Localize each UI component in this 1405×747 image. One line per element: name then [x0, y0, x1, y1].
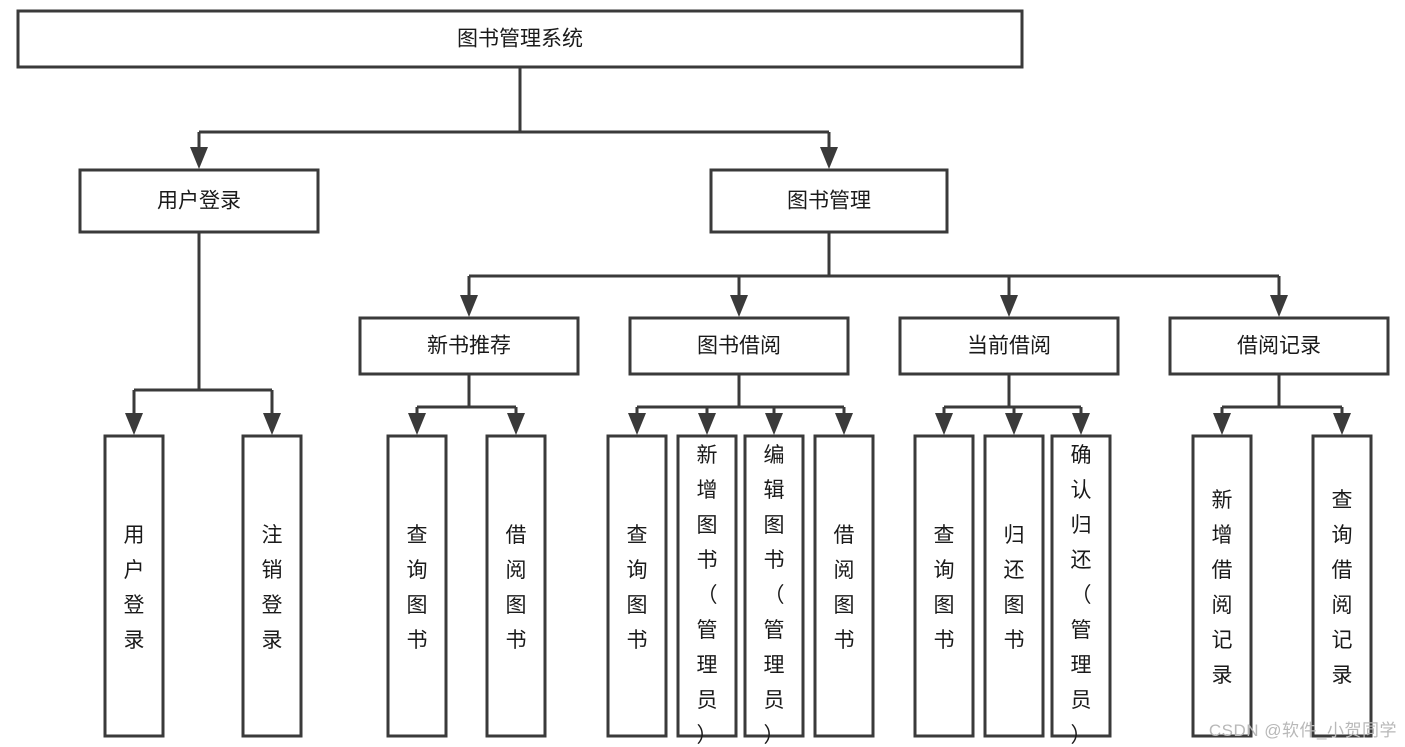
node-book-management-label: 图书管理 [787, 190, 871, 213]
leaf-node[interactable]: 查询借阅记录 [1311, 434, 1373, 738]
node-book-borrow-box[interactable] [628, 316, 850, 376]
node-current-borrow[interactable]: 当前借阅 [898, 316, 1120, 376]
arrow-head-icon [263, 413, 281, 435]
node-new-book-recommend[interactable]: 新书推荐 [358, 316, 580, 376]
arrow-head-icon [460, 295, 478, 317]
leaf-node[interactable]: 编辑图书（管理员） [743, 434, 805, 747]
leaf-node-box[interactable] [103, 434, 165, 738]
leaf-node-label: 查询图书 [934, 524, 955, 652]
node-borrow-record-box[interactable] [1168, 316, 1390, 376]
arrow-head-icon [1000, 295, 1018, 317]
leaf-node-label: 编辑图书（管理员） [764, 444, 785, 747]
node-borrow-record-label: 借阅记录 [1237, 335, 1321, 358]
node-root-system-label: 图书管理系统 [457, 28, 583, 51]
node-user-login-label: 用户登录 [157, 190, 241, 213]
node-book-borrow[interactable]: 图书借阅 [628, 316, 850, 376]
leaf-node[interactable]: 查询图书 [913, 434, 975, 738]
leaf-node-label: 新增图书（管理员） [697, 444, 718, 747]
leaf-node[interactable]: 确认归还（管理员） [1050, 434, 1112, 747]
leaf-node-label: 确认归还（管理员） [1071, 444, 1092, 747]
node-borrow-record[interactable]: 借阅记录 [1168, 316, 1390, 376]
leaf-node-box[interactable] [913, 434, 975, 738]
arrow-head-icon [125, 413, 143, 435]
node-book-management-box[interactable] [709, 168, 949, 234]
leaf-node[interactable]: 借阅图书 [485, 434, 547, 738]
leaf-node-box[interactable] [983, 434, 1045, 738]
arrow-head-icon [628, 413, 646, 435]
leaf-node-box[interactable] [606, 434, 668, 738]
node-user-login[interactable]: 用户登录 [78, 168, 320, 234]
connector-layer [125, 67, 1351, 435]
arrow-head-icon [1072, 413, 1090, 435]
leaf-node-box[interactable] [813, 434, 875, 738]
leaf-node-label: 注销登录 [262, 524, 283, 652]
leaf-node-box[interactable] [743, 434, 805, 738]
leaf-node-box[interactable] [241, 434, 303, 738]
arrow-head-icon [190, 147, 208, 169]
leaf-node[interactable]: 查询图书 [606, 434, 668, 738]
leaf-node[interactable]: 新增借阅记录 [1191, 434, 1253, 738]
leaf-node-label: 新增借阅记录 [1212, 489, 1233, 687]
leaf-node[interactable]: 新增图书（管理员） [676, 434, 738, 747]
arrow-head-icon [935, 413, 953, 435]
leaf-node-label: 借阅图书 [834, 524, 855, 652]
arrow-head-icon [1005, 413, 1023, 435]
node-new-book-recommend-box[interactable] [358, 316, 580, 376]
node-new-book-recommend-label: 新书推荐 [427, 335, 511, 358]
arrow-head-icon [1270, 295, 1288, 317]
arrow-head-icon [698, 413, 716, 435]
leaf-node-box[interactable] [676, 434, 738, 738]
arrow-head-icon [408, 413, 426, 435]
leaf-node-label: 查询图书 [627, 524, 648, 652]
leaf-node-label: 查询借阅记录 [1332, 489, 1353, 687]
leaf-node-box[interactable] [485, 434, 547, 738]
node-root-system-box[interactable] [16, 9, 1024, 69]
leaf-node-label: 用户登录 [124, 524, 145, 652]
leaf-node-box[interactable] [1050, 434, 1112, 738]
leaf-node-box[interactable] [1311, 434, 1373, 738]
arrow-head-icon [765, 413, 783, 435]
node-user-login-box[interactable] [78, 168, 320, 234]
leaf-node-box[interactable] [386, 434, 448, 738]
node-root-system[interactable]: 图书管理系统 [16, 9, 1024, 69]
leaf-node-box[interactable] [1191, 434, 1253, 738]
node-current-borrow-label: 当前借阅 [967, 335, 1051, 358]
arrow-head-icon [835, 413, 853, 435]
leaf-node-label: 借阅图书 [506, 524, 527, 652]
leaf-node[interactable]: 查询图书 [386, 434, 448, 738]
arrow-head-icon [1333, 413, 1351, 435]
arrow-head-icon [820, 147, 838, 169]
node-layer: 图书管理系统用户登录图书管理新书推荐图书借阅当前借阅借阅记录用户登录注销登录查询… [16, 9, 1390, 747]
watermark-text: CSDN @软件_小贺同学 [1208, 721, 1397, 740]
leaf-node-label: 查询图书 [407, 524, 428, 652]
node-book-borrow-label: 图书借阅 [697, 335, 781, 358]
node-current-borrow-box[interactable] [898, 316, 1120, 376]
node-book-management[interactable]: 图书管理 [709, 168, 949, 234]
arrow-head-icon [730, 295, 748, 317]
leaf-node[interactable]: 借阅图书 [813, 434, 875, 738]
leaf-node-label: 归还图书 [1004, 524, 1025, 652]
leaf-node[interactable]: 用户登录 [103, 434, 165, 738]
leaf-node[interactable]: 注销登录 [241, 434, 303, 738]
arrow-head-icon [507, 413, 525, 435]
arrow-head-icon [1213, 413, 1231, 435]
leaf-node[interactable]: 归还图书 [983, 434, 1045, 738]
